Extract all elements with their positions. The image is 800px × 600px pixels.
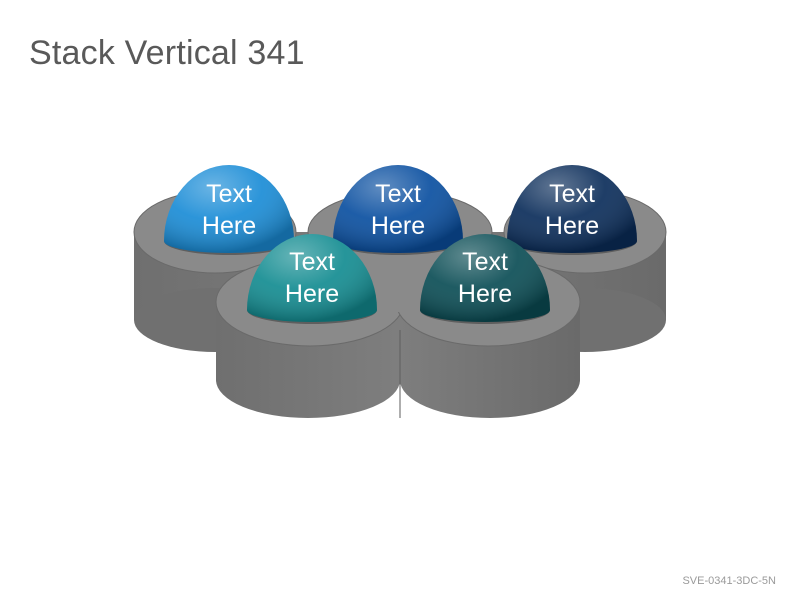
dome-label-line-2: Here bbox=[371, 212, 425, 240]
dome-label-line-1: Text bbox=[462, 248, 508, 276]
dome-front-left: Text Here bbox=[247, 234, 377, 324]
dome-label-line-1: Text bbox=[375, 180, 421, 208]
dome-highlight bbox=[507, 165, 637, 253]
dome-label-line-1: Text bbox=[549, 180, 595, 208]
dome-front-right: Text Here bbox=[420, 234, 550, 324]
dome-label-line-2: Here bbox=[545, 212, 599, 240]
dome-label-line-1: Text bbox=[206, 180, 252, 208]
dome-highlight bbox=[164, 165, 294, 253]
page-title: Stack Vertical 341 bbox=[29, 34, 305, 72]
dome-back-center: Text Here bbox=[333, 165, 463, 255]
dome-highlight bbox=[420, 234, 550, 322]
dome-highlight bbox=[247, 234, 377, 322]
dome-label-line-2: Here bbox=[285, 280, 339, 308]
dome-label-line-2: Here bbox=[458, 280, 512, 308]
dome-label-line-1: Text bbox=[289, 248, 335, 276]
dome-back-right: Text Here bbox=[507, 165, 637, 255]
slide-code: SVE-0341-3DC-5N bbox=[682, 575, 776, 587]
dome-label-line-2: Here bbox=[202, 212, 256, 240]
dome-highlight bbox=[333, 165, 463, 253]
dome-back-left: Text Here bbox=[164, 165, 294, 255]
